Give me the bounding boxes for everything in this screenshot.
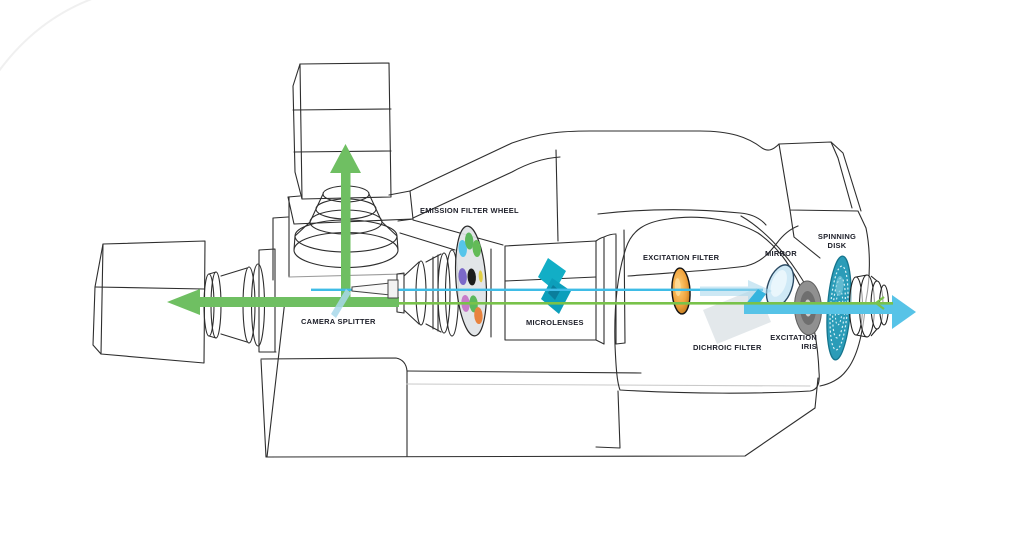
base-panels bbox=[260, 299, 816, 458]
background-arc bbox=[0, 0, 93, 72]
disk-motor-housing bbox=[778, 141, 867, 259]
wheel-slot-green bbox=[464, 232, 474, 250]
emission-filter-wheel-graphic bbox=[454, 225, 488, 337]
label-excitation-iris: EXCITATION IRIS bbox=[770, 333, 817, 351]
splitter-slider-rod bbox=[351, 279, 399, 299]
shoulder-seam bbox=[597, 209, 767, 226]
roof-edges bbox=[399, 130, 780, 251]
excitation-arrow-right bbox=[744, 295, 916, 329]
label-dichroic-filter: DICHROIC FILTER bbox=[693, 343, 762, 352]
label-microlenses: MICROLENSES bbox=[526, 318, 584, 327]
wheel-slot-black bbox=[467, 268, 476, 286]
top-camera-box bbox=[292, 62, 392, 200]
left-camera-box bbox=[92, 240, 206, 364]
right-lower-edge bbox=[814, 377, 819, 409]
label-mirror: MIRROR bbox=[765, 249, 797, 258]
excitation-line bbox=[311, 288, 763, 291]
wheel-slot-cyan bbox=[458, 240, 467, 257]
label-emission-filter-wheel: EMISSION FILTER WHEEL bbox=[420, 206, 519, 215]
microlenses-graphic bbox=[538, 258, 571, 314]
emission-return-line bbox=[399, 302, 893, 305]
emission-arrow-left bbox=[167, 289, 399, 315]
right-body-edge bbox=[819, 227, 870, 387]
label-spinning-disk: SPINNING DISK bbox=[817, 232, 857, 250]
label-excitation-filter: EXCITATION FILTER bbox=[643, 253, 720, 262]
emission-return-arrowhead bbox=[874, 296, 885, 310]
emission-arrow-up bbox=[330, 144, 361, 305]
wheel-slot-orange bbox=[474, 307, 483, 325]
wheel-slot-purple bbox=[458, 268, 467, 286]
wheel-slot-yellow bbox=[478, 270, 483, 283]
wheel-slot-green bbox=[472, 240, 481, 258]
beamsplitter-plate bbox=[331, 289, 351, 318]
label-camera-splitter: CAMERA SPLITTER bbox=[301, 317, 376, 326]
